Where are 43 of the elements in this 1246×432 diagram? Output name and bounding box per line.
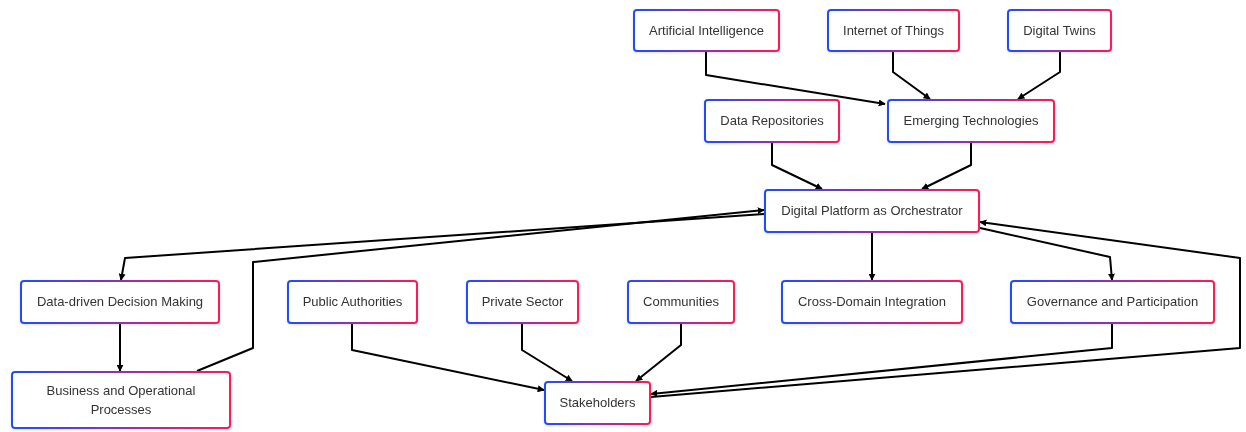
node-label: Business and Operational Processes [45, 381, 197, 419]
process-box [627, 280, 735, 324]
process-box [287, 280, 418, 324]
arrow [979, 227, 1115, 281]
node-label: Artificial Intelligence [649, 21, 764, 40]
process-box [781, 280, 963, 324]
node-label: Data-driven Decision Making [36, 293, 204, 312]
node-label: Internet of Things [843, 21, 944, 40]
arrow [771, 142, 823, 190]
arrow [116, 323, 124, 372]
arrow [351, 323, 545, 393]
process-box [11, 371, 231, 429]
arrow [196, 207, 765, 372]
arrow [705, 51, 886, 107]
arrow [521, 323, 573, 382]
arrow [650, 219, 1241, 398]
arrow [635, 323, 682, 382]
process-box [1007, 9, 1112, 52]
node-label: Data Repositories [720, 112, 824, 131]
process-box [20, 280, 220, 324]
arrow [921, 142, 972, 190]
arrow [1017, 51, 1061, 100]
process-box [466, 280, 579, 324]
arrow [118, 213, 765, 281]
node-label: Digital Platform as Orchestrator [781, 202, 963, 221]
node-label: Public Authorities [302, 293, 403, 312]
arrow [892, 51, 931, 100]
arrow [868, 232, 876, 281]
process-box [887, 99, 1055, 143]
node-label: Cross-Domain Integration [797, 293, 947, 312]
node-label: Stakeholders [559, 394, 636, 413]
process-box [704, 99, 840, 143]
process-box [544, 381, 651, 425]
process-box [1010, 280, 1215, 324]
process-box [764, 189, 980, 233]
node-label: Communities [643, 293, 719, 312]
node-label: Emerging Technologies [903, 112, 1039, 131]
process-box [633, 9, 780, 52]
node-label: Governance and Participation [1026, 293, 1199, 312]
arrow [650, 323, 1113, 397]
node-label: Digital Twins [1023, 21, 1096, 40]
process-box [827, 9, 960, 52]
node-label: Private Sector [481, 293, 564, 312]
